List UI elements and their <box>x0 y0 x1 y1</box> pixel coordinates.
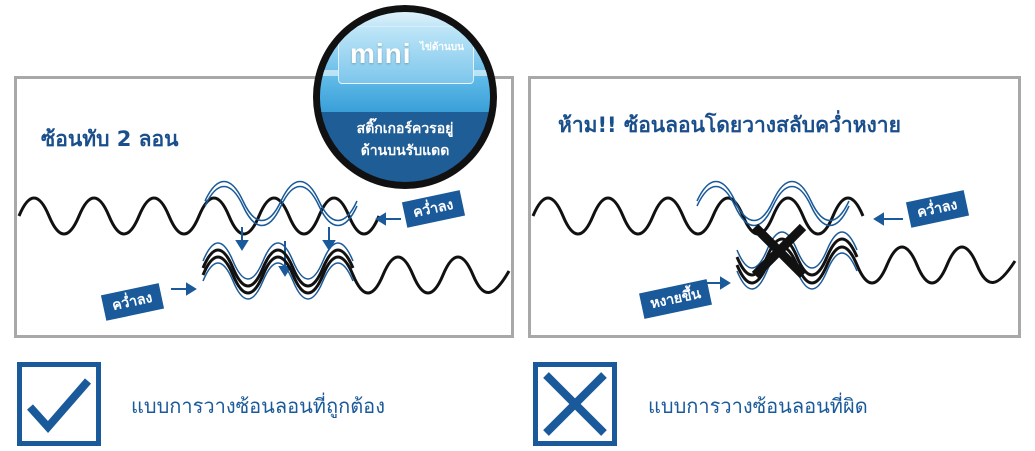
checkmark-icon <box>22 367 96 441</box>
bottle-image: mini ไข่ด้านบน <box>320 12 490 112</box>
mini-logo: mini <box>350 38 412 70</box>
legend-wrong-box <box>533 362 617 446</box>
bottle-side-text: ไข่ด้านบน <box>420 40 464 55</box>
sticker-badge: mini ไข่ด้านบน สติ๊กเกอร์ควรอยู่ ด้านบนร… <box>313 5 497 189</box>
wrong-method-panel: ห้าม!! ซ้อนลอนโดยวางสลับคว่ำหงาย คว่ำลง … <box>528 76 1021 338</box>
legend-correct-box <box>17 362 101 446</box>
sticker-instruction: สติ๊กเกอร์ควรอยู่ ด้านบนรับแดด <box>320 118 490 162</box>
sticker-instruction-line1: สติ๊กเกอร์ควรอยู่ <box>320 118 490 140</box>
legend-correct-text: แบบการวางซ้อนลอนที่ถูกต้อง <box>131 390 385 422</box>
lower-tag-arrow <box>171 284 195 294</box>
sticker-instruction-line2: ด้านบนรับแดด <box>320 140 490 162</box>
upper-tag-arrow <box>377 214 401 224</box>
legend-wrong-text: แบบการวางซ้อนลอนที่ผิด <box>648 390 868 422</box>
upper-tag-arrow <box>875 214 903 224</box>
cross-icon <box>538 367 612 441</box>
sticker-badge-inner: mini ไข่ด้านบน สติ๊กเกอร์ควรอยู่ ด้านบนร… <box>320 12 490 182</box>
